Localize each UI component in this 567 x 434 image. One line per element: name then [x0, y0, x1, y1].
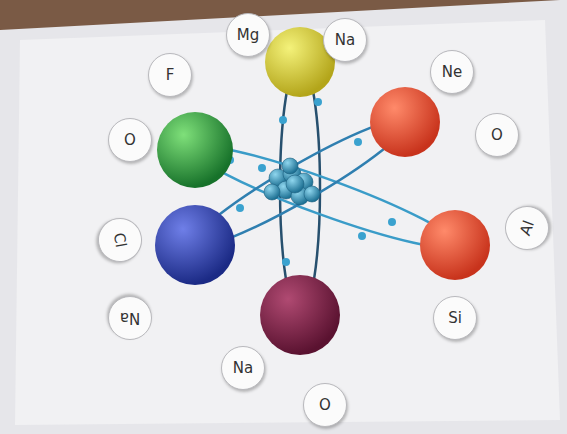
nucleus [264, 158, 320, 205]
balls [155, 27, 490, 355]
element-symbol: O [319, 396, 331, 414]
paper-sheet [15, 20, 560, 425]
element-label: Mg [226, 13, 270, 57]
element-symbol: Al [516, 218, 538, 238]
orbits [184, 60, 463, 316]
element-symbol: Si [448, 309, 462, 327]
element-symbol: Mg [237, 26, 259, 44]
element-label: Na [323, 18, 367, 62]
element-symbol: Na [120, 309, 140, 327]
element-symbol: F [166, 66, 175, 84]
element-label: O [108, 118, 152, 162]
element-label: F [148, 53, 192, 97]
element-symbol: O [491, 126, 503, 144]
element-symbol: Cl [110, 231, 130, 249]
element-label: Ne [430, 50, 474, 94]
element-label: Na [108, 296, 152, 340]
element-symbol: O [124, 131, 136, 149]
element-label: Si [433, 296, 477, 340]
element-symbol: Na [335, 31, 355, 49]
element-label: O [475, 113, 519, 157]
element-label: Na [221, 346, 265, 390]
element-symbol: Ne [442, 63, 462, 81]
element-symbol: Na [233, 359, 253, 377]
element-label: O [303, 383, 347, 427]
